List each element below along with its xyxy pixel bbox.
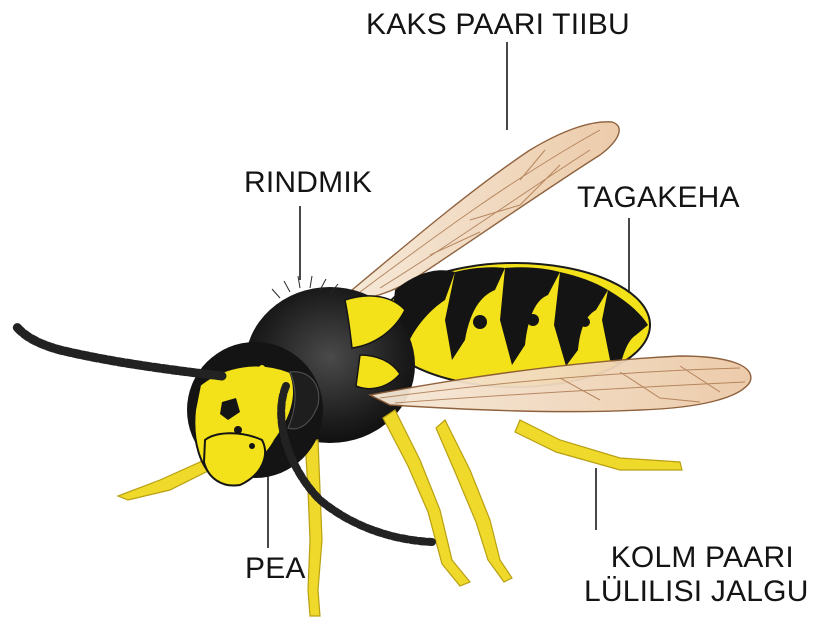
label-wings: KAKS PAARI TIIBU xyxy=(366,8,630,42)
label-abdomen: TAGAKEHA xyxy=(577,181,740,215)
label-legs: KOLM PAARI LÜLILISI JALGU xyxy=(596,541,809,609)
middle-leg xyxy=(383,410,470,586)
antenna-left xyxy=(16,326,222,376)
front-leg xyxy=(305,440,322,616)
hind-leg xyxy=(515,420,682,470)
head xyxy=(187,342,323,486)
label-legs-line1: KOLM PAARI xyxy=(596,541,809,575)
label-head: PEA xyxy=(245,552,306,586)
label-thorax: RINDMIK xyxy=(244,166,372,200)
label-legs-line2: LÜLILISI JALGU xyxy=(584,575,809,609)
